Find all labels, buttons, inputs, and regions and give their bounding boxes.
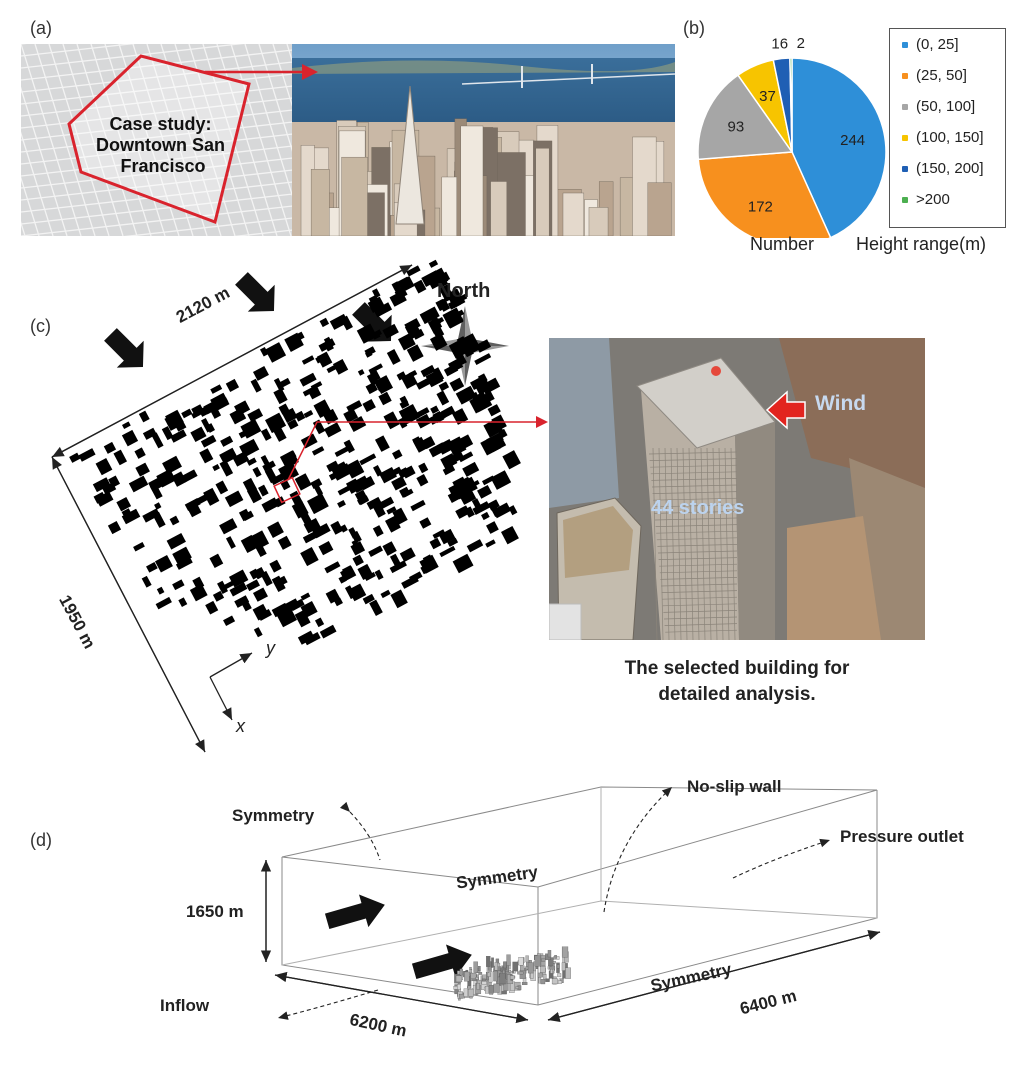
pie-data-label-4: 16 <box>771 36 788 53</box>
legend-item: (100, 150] <box>890 122 1005 153</box>
leader-symmetry-top <box>339 801 381 861</box>
legend-swatch <box>902 72 908 79</box>
panel-a-aerial-photo <box>292 44 675 236</box>
legend-item: (150, 200] <box>890 153 1005 184</box>
legend-swatch <box>902 165 908 172</box>
legend-swatch <box>902 41 908 48</box>
tower-side <box>734 378 775 640</box>
legend-label: (150, 200] <box>916 160 984 177</box>
north-label: North <box>437 280 491 302</box>
label-height-dim: 1650 m <box>186 902 244 921</box>
leader-inflow <box>277 989 379 1020</box>
inflow-arrow-1 <box>324 894 385 929</box>
photo-wind-label: Wind <box>815 392 867 415</box>
pie-data-label-3: 37 <box>759 88 776 105</box>
caption-line-1: The selected building for <box>624 658 850 679</box>
wind-arrow-3 <box>352 302 392 342</box>
selected-building-photo <box>549 338 925 640</box>
legend-item: (0, 25] <box>890 29 1005 60</box>
legend-item: (25, 50] <box>890 60 1005 91</box>
photo-stories-label: 44 stories <box>651 497 745 519</box>
tower-roof <box>636 357 776 449</box>
legend-label: >200 <box>916 191 950 208</box>
axis-y-line <box>209 652 253 678</box>
leader-pressure-outlet <box>732 838 831 879</box>
selected-building-marker <box>273 476 301 504</box>
panel-b-label: (b) <box>683 18 705 38</box>
photo-caption: The selected building for detailed analy… <box>549 656 925 708</box>
axis-y-label: y <box>266 638 275 658</box>
panel-d-label: (d) <box>30 830 52 850</box>
legend-label: (50, 100] <box>916 98 976 115</box>
wind-arrow-1 <box>104 328 144 368</box>
legend-label: (100, 150] <box>916 129 984 146</box>
pie-slice-5 <box>789 57 793 153</box>
pie-slice-1 <box>697 151 832 238</box>
pie-slice-0 <box>791 57 887 238</box>
panel-d-domain-box <box>260 786 881 1024</box>
pie-data-label-0: 244 <box>840 132 865 149</box>
panel-a-label: (a) <box>30 18 52 38</box>
inflow-arrow-2 <box>411 944 472 979</box>
case-study-outline <box>67 54 251 224</box>
label-symmetry-top-left: Symmetry <box>232 806 315 825</box>
panel-a-arrow <box>205 64 318 80</box>
wind-arrow-2 <box>235 272 275 312</box>
transamerica-pyramid <box>395 85 425 225</box>
label-inflow: Inflow <box>160 996 210 1015</box>
pie-data-label-2: 93 <box>728 119 745 136</box>
axis-x-label: x <box>236 716 245 736</box>
panel-c-label: (c) <box>30 316 51 336</box>
case-study-text: Case study: Downtown San Francisco <box>96 114 230 176</box>
pie-xlabel: Number <box>750 234 815 254</box>
caption-line-2: detailed analysis. <box>658 684 816 705</box>
legend-title: Height range(m) <box>856 234 987 254</box>
legend-item: (50, 100] <box>890 91 1005 122</box>
legend-swatch <box>902 134 908 141</box>
legend-item: >200 <box>890 184 1005 215</box>
panel-c-site-plan <box>51 259 548 753</box>
label-no-slip-wall: No-slip wall <box>687 777 782 796</box>
callout-line <box>287 421 540 481</box>
pie-chart: 244 172 93 37 16 2 <box>697 35 887 238</box>
wind-arrow-icon <box>765 390 806 430</box>
city-model <box>453 946 571 1001</box>
legend-swatch <box>902 103 908 110</box>
legend-label: (25, 50] <box>916 67 967 84</box>
pie-data-label-5: 2 <box>797 35 805 52</box>
legend-label: (0, 25] <box>916 36 959 53</box>
domain-box-edges <box>281 786 878 1006</box>
axis-x-line <box>209 676 233 721</box>
pie-slice-2 <box>697 74 794 161</box>
pie-legend: (0, 25] (25, 50] (50, 100] (100, 150] (150, … <box>889 28 1006 228</box>
legend-swatch <box>902 196 908 203</box>
pie-data-label-1: 172 <box>748 198 773 215</box>
panel-a-map: Case study: Downtown San Francisco <box>21 44 293 236</box>
label-pressure-outlet: Pressure outlet <box>840 827 964 846</box>
leader-no-slip <box>603 786 673 913</box>
